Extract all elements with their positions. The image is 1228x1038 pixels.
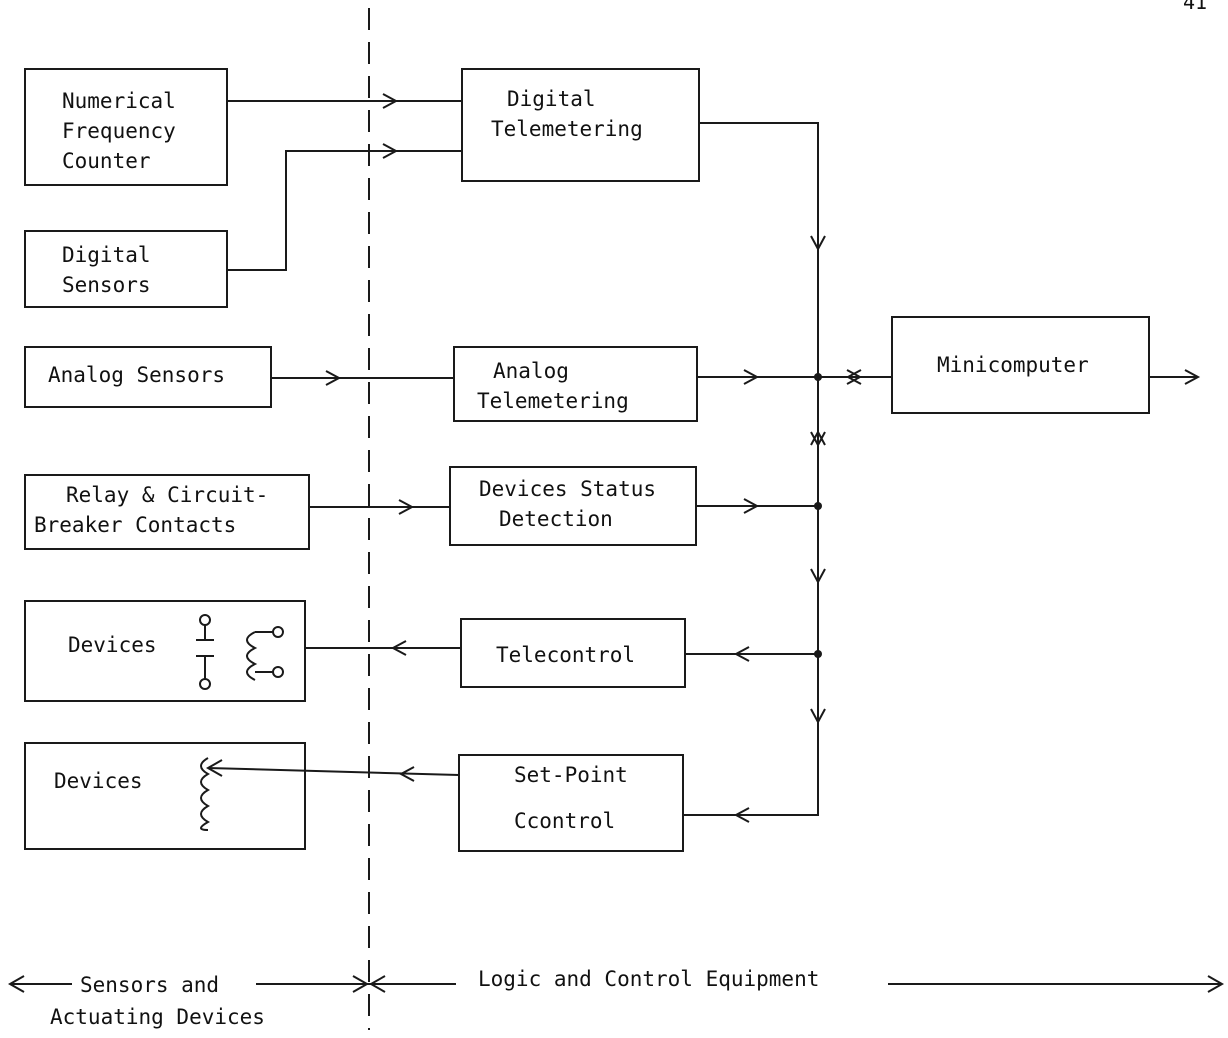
arrowhead (810, 568, 826, 585)
block-label: Sensors (62, 273, 151, 297)
arrowhead (810, 708, 826, 725)
arrowhead (352, 975, 370, 993)
arrowhead (205, 759, 223, 777)
junction-dot (814, 373, 822, 381)
block-digital-sensors: Digital Sensors (24, 230, 228, 308)
block-label: Analog (493, 359, 569, 383)
coil-symbol (200, 757, 211, 831)
block-minicomputer: Minicomputer (891, 316, 1150, 414)
arrowhead (810, 429, 826, 446)
block-devices-status-detection: Devices Status Detection (449, 466, 697, 546)
region-label-left: Actuating Devices (50, 1005, 265, 1029)
block-label: Minicomputer (937, 353, 1089, 377)
connector-digital-telemetering-to-bus (684, 122, 819, 816)
arrowhead (398, 766, 415, 782)
arrowhead (382, 143, 399, 159)
switch-contact-symbol (196, 614, 214, 690)
arrowhead (325, 370, 342, 386)
arrowhead (733, 646, 750, 662)
arrowhead (846, 369, 863, 385)
block-label: Devices (54, 769, 143, 793)
block-label: Frequency (62, 119, 176, 143)
block-label: Telemetering (477, 389, 629, 413)
block-label: Telecontrol (496, 643, 636, 667)
arrowhead (7, 975, 25, 993)
block-label: Ccontrol (514, 809, 616, 833)
block-label: Numerical (62, 89, 176, 113)
junction-dot (814, 650, 822, 658)
block-label: Telemetering (491, 117, 643, 141)
arrowhead (1184, 369, 1201, 385)
block-analog-telemetering: Analog Telemetering (453, 346, 698, 422)
block-numerical-frequency-counter: Numerical Frequency Counter (24, 68, 228, 186)
block-devices-coil: Devices (24, 742, 306, 850)
block-set-point-control: Set-Point Ccontrol (458, 754, 684, 852)
coil-symbol (246, 626, 284, 681)
arrowhead (845, 369, 862, 385)
block-label: Digital (62, 243, 151, 267)
block-label: Detection (499, 507, 613, 531)
page-number: 41 (1183, 0, 1208, 14)
block-label: Relay & Circuit- (66, 483, 269, 507)
arrowhead (382, 93, 399, 109)
arrowhead (368, 975, 386, 993)
region-label-left: Sensors and (80, 973, 220, 997)
arrowhead (390, 640, 407, 656)
connector-setpoint-to-devices (207, 767, 460, 776)
arrowhead (733, 807, 750, 823)
block-label: Devices (68, 633, 157, 657)
block-label: Digital (507, 87, 596, 111)
block-relay-circuit-breaker-contacts: Relay & Circuit- Breaker Contacts (24, 474, 310, 550)
region-label-right: Logic and Control Equipment (478, 967, 820, 991)
arrowhead (743, 369, 760, 385)
block-label: Devices Status (479, 477, 657, 501)
arrowhead (810, 431, 826, 448)
junction-dot (814, 502, 822, 510)
block-label: Set-Point (514, 763, 628, 787)
arrowhead (1207, 975, 1225, 993)
connector-digital-sensors-to-digital-telemetering (228, 150, 462, 271)
arrowhead (398, 499, 415, 515)
block-analog-sensors: Analog Sensors (24, 346, 272, 408)
block-label: Analog Sensors (48, 363, 226, 387)
block-devices-switch: Devices (24, 600, 306, 702)
arrowhead (743, 498, 760, 514)
arrowhead (810, 235, 826, 252)
block-label: Counter (62, 149, 151, 173)
block-digital-telemetering: Digital Telemetering (461, 68, 700, 182)
block-label: Breaker Contacts (34, 513, 237, 537)
block-telecontrol: Telecontrol (460, 618, 686, 688)
